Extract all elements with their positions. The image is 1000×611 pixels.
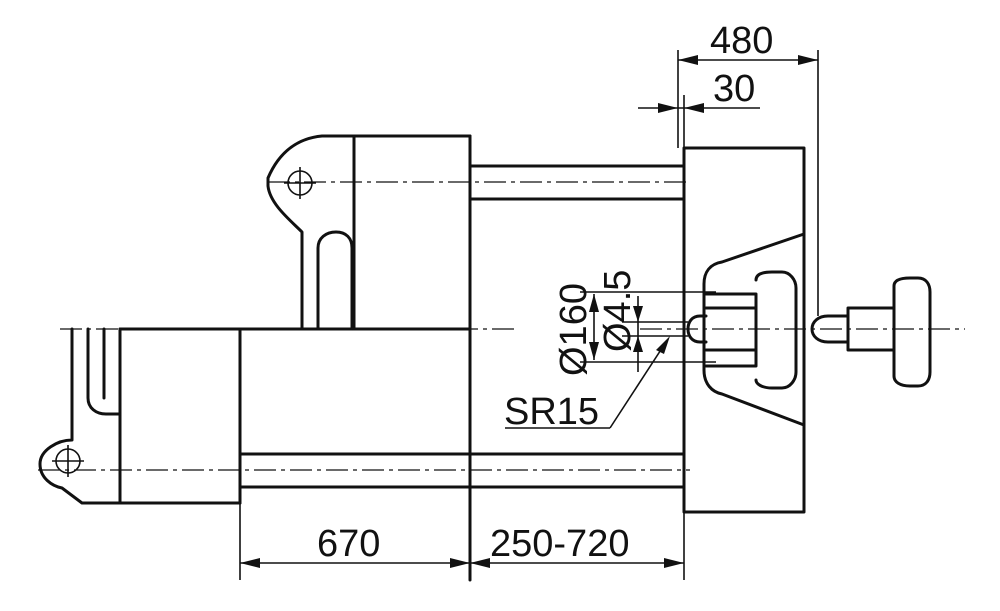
overall-width-label: 480 [710, 20, 773, 62]
sprue-bore [686, 314, 708, 344]
nozzle-heater-band [892, 276, 932, 388]
top-dimensions [638, 50, 819, 316]
nozzle-detail-lines [505, 291, 716, 429]
platen-length-label: 670 [317, 523, 380, 565]
bore-diameter-label: Ø160 [553, 283, 595, 376]
fixed-platen [682, 146, 806, 514]
upper-platen-block [352, 134, 472, 331]
center-lines [38, 181, 965, 471]
bottom-dimensions [239, 503, 685, 580]
upper-toggle-arm [266, 134, 356, 331]
opening-stroke-label: 250-720 [490, 523, 629, 565]
locating-ring-recess [702, 232, 806, 427]
nozzle-tip [810, 314, 850, 344]
sprue-bushing [704, 292, 758, 368]
lower-toggle-slot [86, 327, 122, 416]
dimension-labels: 480 30 Ø160 Ø4.5 SR15 670 250-720 [317, 20, 773, 565]
sphere-radius-label: SR15 [504, 391, 599, 433]
tie-bars [238, 164, 686, 489]
fixed-platen-body [682, 146, 806, 514]
sprue-bushing-flange [754, 270, 798, 390]
nozzle-hole-diameter-label: Ø4.5 [597, 270, 639, 352]
moving-platen-assembly [38, 134, 472, 582]
lower-clamp-body [118, 327, 242, 505]
injection-nozzle [810, 276, 932, 388]
upper-toggle-slot [316, 230, 354, 331]
sphere-radius-leader [609, 341, 667, 429]
offset-label: 30 [713, 68, 755, 110]
lower-toggle-arm [38, 327, 122, 505]
